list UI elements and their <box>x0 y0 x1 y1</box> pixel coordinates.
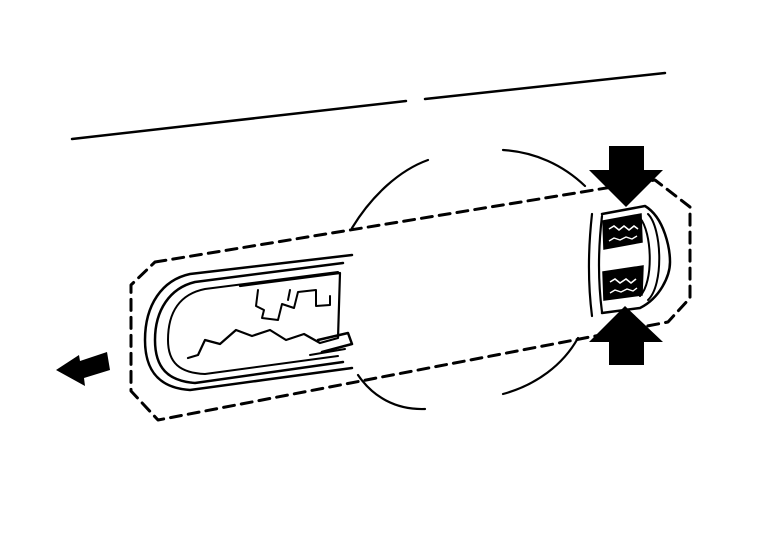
latch-mechanism <box>186 271 354 360</box>
lower-latch-tab <box>602 265 644 301</box>
handle-bezel <box>143 253 354 392</box>
release-lock <box>587 204 672 318</box>
arrow-up-icon <box>589 306 663 365</box>
cutout-arcs <box>350 148 587 411</box>
upper-latch-tab <box>602 213 643 250</box>
arrow-down-icon <box>589 146 663 207</box>
panel-edge-line <box>70 71 667 141</box>
housing-dashed-outline <box>129 178 692 422</box>
arrow-left-icon <box>56 352 110 386</box>
